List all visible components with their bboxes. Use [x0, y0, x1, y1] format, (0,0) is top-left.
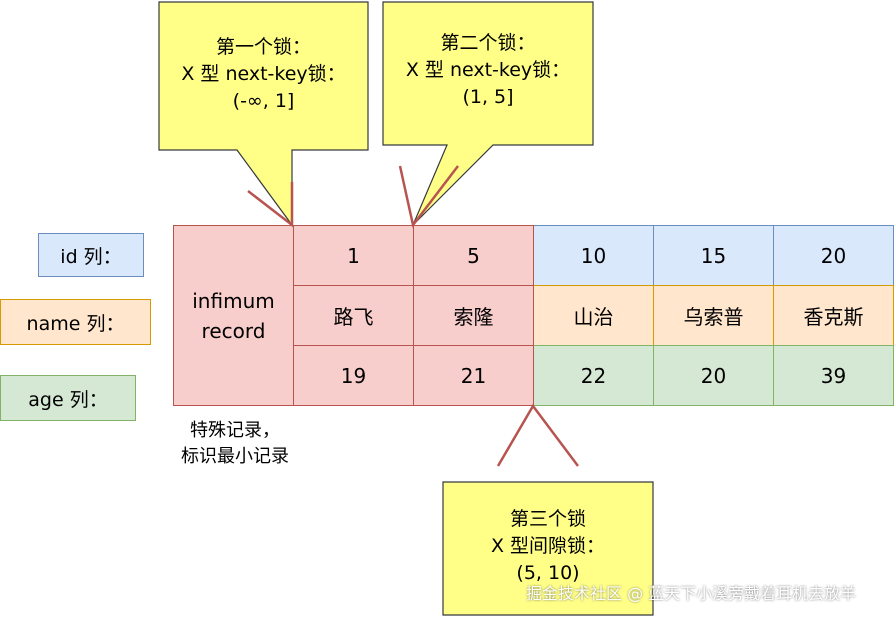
infimum-note-line1: 特殊记录， — [190, 420, 280, 441]
record-20-age-cell: 39 — [773, 345, 894, 406]
callout-2-shape — [382, 1, 594, 226]
callout-1-line2: X 型 next-key锁： — [181, 63, 346, 85]
callout-2-text: 第二个锁： X 型 next-key锁： (1, 5] — [383, 30, 593, 111]
infimum-label-line2: record — [201, 318, 266, 343]
callout-3-shape — [442, 481, 654, 616]
callout-3-line3: (5, 10) — [516, 562, 580, 584]
callout-2-line3: (1, 5] — [462, 86, 514, 108]
record-10-name-cell: 山治 — [533, 285, 654, 346]
infimum-note-line2: 标识最小记录 — [181, 446, 289, 467]
age-row-label: age 列： — [0, 375, 136, 421]
record-1-age-cell: 19 — [293, 345, 414, 406]
record-10-age-cell: 22 — [533, 345, 654, 406]
infimum-label-line1: infimum — [192, 288, 275, 313]
callout-2-line2: X 型 next-key锁： — [405, 59, 571, 81]
record-15-age-cell: 20 — [653, 345, 774, 406]
callout-1-line1: 第一个锁： — [215, 36, 311, 58]
record-1-id-cell: 1 — [293, 225, 414, 286]
watermark: 掘金技术社区 @ 蓝天下小溪旁戴着耳机去放羊 — [526, 584, 857, 603]
record-20-id-cell: 20 — [773, 225, 894, 286]
callout-3-line2: X 型间隙锁： — [490, 535, 606, 557]
id-row-label: id 列： — [38, 233, 144, 277]
callout-3-pointer — [496, 403, 579, 467]
callout-2-line1: 第二个锁： — [440, 32, 536, 54]
record-10-id-cell: 10 — [533, 225, 654, 286]
callout-1-text: 第一个锁： X 型 next-key锁： (-∞, 1] — [159, 34, 368, 115]
name-row-label: name 列： — [0, 299, 151, 345]
callout-1-pointer — [247, 182, 294, 228]
infimum-note: 特殊记录， 标识最小记录 — [160, 418, 310, 470]
callout-3-line1: 第三个锁 — [509, 508, 586, 530]
callout-2-pointer — [398, 165, 459, 228]
record-5-age-cell: 21 — [413, 345, 534, 406]
callout-1-line3: (-∞, 1] — [232, 90, 295, 112]
record-5-name-cell: 索隆 — [413, 285, 534, 346]
callout-3-text: 第三个锁 X 型间隙锁： (5, 10) — [443, 506, 653, 587]
record-20-name-cell: 香克斯 — [773, 285, 894, 346]
